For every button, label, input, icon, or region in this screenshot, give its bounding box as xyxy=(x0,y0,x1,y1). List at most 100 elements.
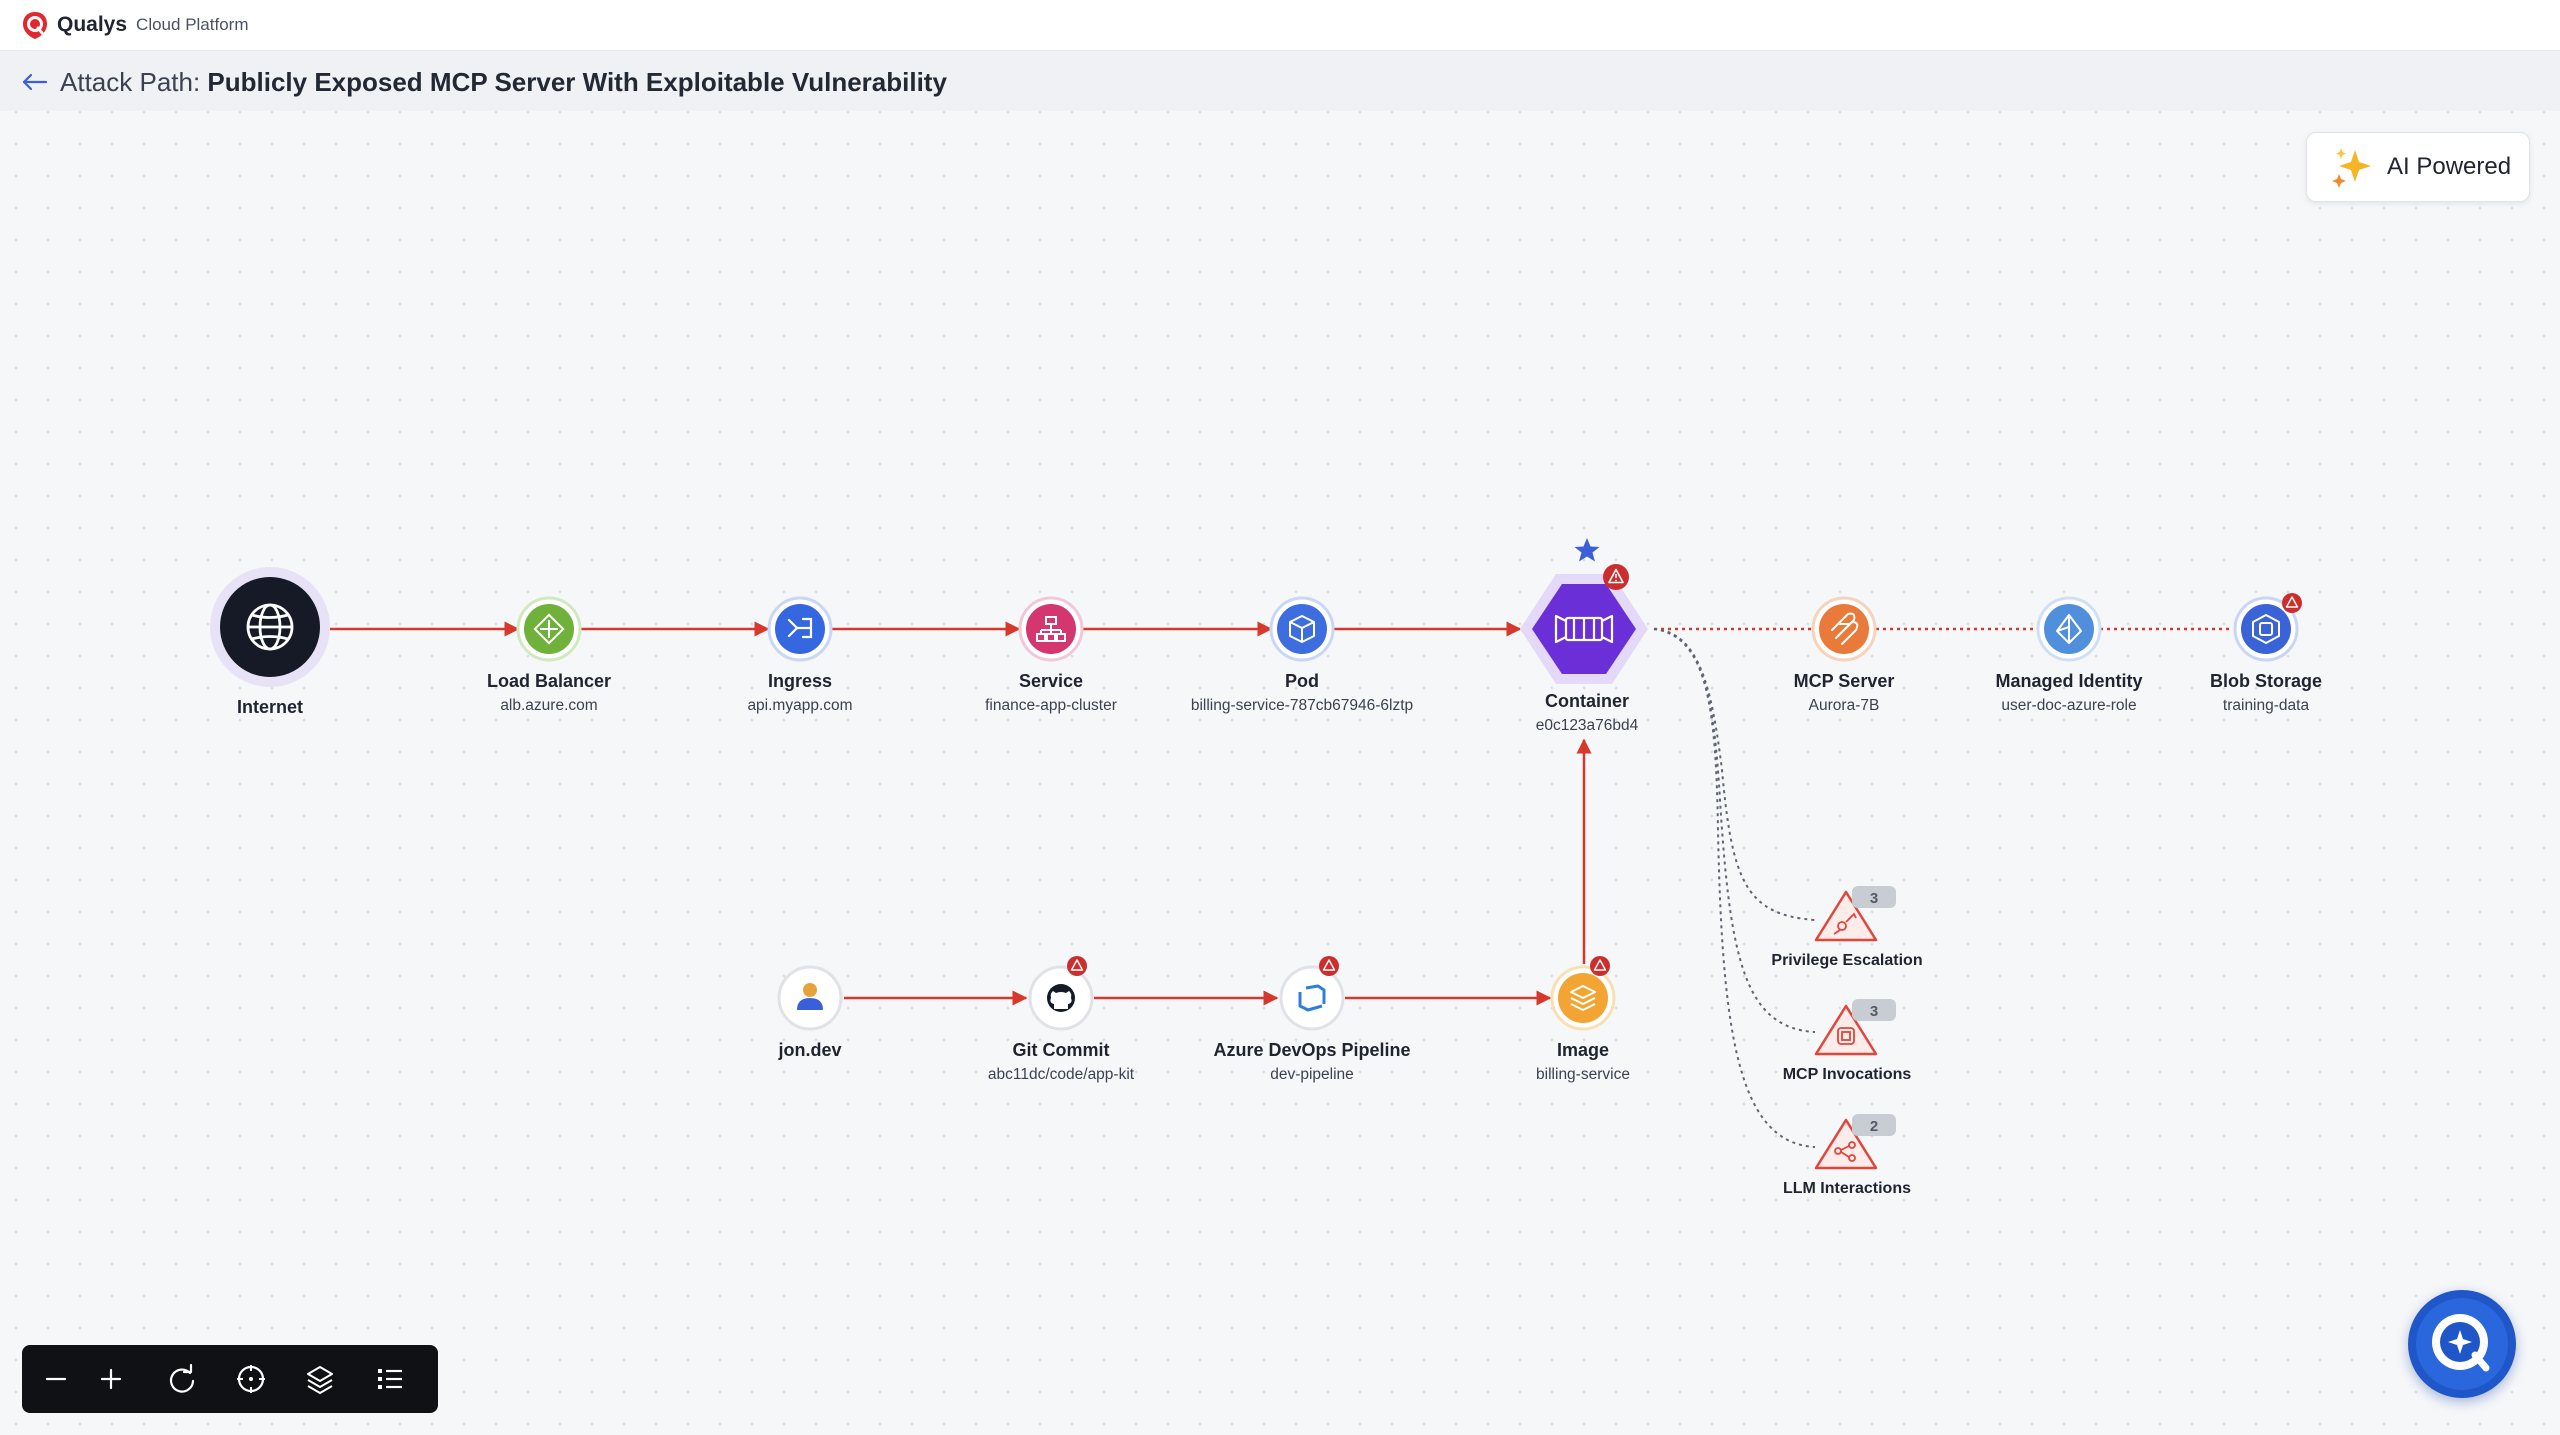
page-title: Attack Path: Publicly Exposed MCP Server… xyxy=(60,67,947,98)
zoom-out-icon xyxy=(45,1377,67,1381)
node-jon-dev-label: jon.dev xyxy=(777,1040,841,1060)
zoom-in-icon xyxy=(100,1368,122,1390)
node-mcp-server[interactable]: MCP Server Aurora-7B xyxy=(1794,596,1895,714)
node-image-sub: billing-service xyxy=(1536,1066,1630,1083)
zoom-out-button[interactable] xyxy=(34,1357,78,1401)
zoom-in-button[interactable] xyxy=(89,1357,133,1401)
finding-label: MCP Invocations xyxy=(1783,1066,1912,1083)
finding-count-badge xyxy=(1852,999,1896,1021)
node-container-label: Container xyxy=(1545,691,1629,711)
mcp-server-icon xyxy=(1831,612,1859,645)
page-title-prefix: Attack Path: xyxy=(60,67,208,97)
edges xyxy=(330,621,2231,1148)
assistant-button[interactable] xyxy=(2408,1290,2516,1398)
qualys-logo-icon xyxy=(23,12,47,39)
node-load-balancer-label: Load Balancer xyxy=(487,671,611,691)
node-managed-identity-sub: user-doc-azure-role xyxy=(2001,697,2136,714)
node-jon-dev[interactable]: jon.dev xyxy=(777,965,843,1060)
node-ingress-sub: api.myapp.com xyxy=(747,697,852,714)
ingress-icon xyxy=(787,617,813,639)
sparkles-icon xyxy=(2332,148,2371,188)
node-mcp-server-sub: Aurora-7B xyxy=(1809,697,1880,714)
brand-name: Qualys xyxy=(57,13,128,36)
reset-button[interactable] xyxy=(160,1357,204,1401)
finding-label: Privilege Escalation xyxy=(1771,952,1922,969)
app-logo[interactable]: Qualys Cloud Platform xyxy=(20,10,248,40)
container-icon xyxy=(1554,614,1614,644)
alert-icon xyxy=(1067,956,1087,976)
image-layers-icon xyxy=(1570,985,1596,1011)
node-azure-devops[interactable]: Azure DevOps Pipeline dev-pipeline xyxy=(1213,956,1411,1083)
github-icon xyxy=(1047,984,1075,1012)
node-blob-storage[interactable]: Blob Storage training-data xyxy=(2210,593,2322,714)
node-git-commit-sub: abc11dc/code/app-kit xyxy=(988,1066,1135,1083)
finding-count-badge xyxy=(1852,1114,1896,1136)
brand-subtitle: Cloud Platform xyxy=(136,15,249,34)
assistant-icon xyxy=(2416,1298,2508,1390)
node-pod[interactable]: Pod billing-service-787cb67946-6lztp xyxy=(1191,596,1413,714)
top-bar: Qualys Cloud Platform xyxy=(0,0,2560,51)
node-managed-identity[interactable]: Managed Identity user-doc-azure-role xyxy=(1995,596,2143,714)
ai-powered-label: AI Powered xyxy=(2387,153,2512,180)
node-azure-devops-sub: dev-pipeline xyxy=(1270,1066,1354,1083)
finding-count: 2 xyxy=(1870,1118,1878,1135)
center-icon xyxy=(237,1365,265,1393)
node-container[interactable]: Container e0c123a76bd4 xyxy=(1520,538,1648,734)
user-icon xyxy=(797,983,823,1010)
back-button[interactable] xyxy=(18,65,52,99)
finding-count: 3 xyxy=(1870,1003,1878,1020)
edge-container-privilege-escalation xyxy=(1653,628,1816,921)
node-managed-identity-label: Managed Identity xyxy=(1995,671,2142,691)
finding-llm-interactions[interactable]: 2 LLM Interactions xyxy=(1783,1114,1911,1197)
title-bar: Attack Path: Publicly Exposed MCP Server… xyxy=(0,51,2560,111)
node-blob-storage-label: Blob Storage xyxy=(2210,671,2322,691)
node-azure-devops-label: Azure DevOps Pipeline xyxy=(1213,1040,1410,1060)
node-pod-label: Pod xyxy=(1285,671,1319,691)
node-ingress[interactable]: Ingress api.myapp.com xyxy=(747,596,853,714)
finding-privilege-escalation[interactable]: 3 Privilege Escalation xyxy=(1771,886,1923,969)
managed-identity-icon xyxy=(2056,614,2082,644)
mcp-invocations-icon xyxy=(1837,1027,1855,1045)
node-service-sub: finance-app-cluster xyxy=(985,697,1117,714)
pod-icon xyxy=(1289,615,1315,643)
alert-icon xyxy=(1319,956,1339,976)
node-blob-storage-sub: training-data xyxy=(2223,697,2310,714)
globe-icon xyxy=(246,603,294,651)
page-title-main: Publicly Exposed MCP Server With Exploit… xyxy=(207,67,947,97)
alert-icon xyxy=(1590,956,1610,976)
alert-icon xyxy=(1603,564,1629,590)
node-container-sub: e0c123a76bd4 xyxy=(1536,717,1639,734)
back-arrow-icon xyxy=(22,73,48,91)
node-service-label: Service xyxy=(1019,671,1083,691)
node-git-commit-label: Git Commit xyxy=(1013,1040,1110,1060)
graph-toolbar xyxy=(22,1345,438,1413)
node-pod-sub: billing-service-787cb67946-6lztp xyxy=(1191,697,1413,714)
edge-container-mcp-invocations xyxy=(1653,628,1816,1033)
center-button[interactable] xyxy=(229,1357,273,1401)
finding-count: 3 xyxy=(1870,890,1878,907)
node-internet[interactable]: Internet xyxy=(210,567,330,717)
layers-icon xyxy=(307,1366,333,1394)
llm-interactions-icon xyxy=(1834,1141,1856,1162)
list-button[interactable] xyxy=(368,1357,412,1401)
finding-mcp-invocations[interactable]: 3 MCP Invocations xyxy=(1783,999,1912,1083)
finding-count-badge xyxy=(1852,886,1896,908)
finding-label: LLM Interactions xyxy=(1783,1180,1911,1197)
node-load-balancer-sub: alb.azure.com xyxy=(500,697,597,714)
node-git-commit[interactable]: Git Commit abc11dc/code/app-kit xyxy=(988,956,1135,1083)
layers-button[interactable] xyxy=(298,1357,342,1401)
reset-icon xyxy=(169,1363,195,1393)
node-image[interactable]: Image billing-service xyxy=(1536,956,1630,1083)
star-icon xyxy=(1574,538,1600,562)
node-internet-label: Internet xyxy=(237,697,303,717)
privilege-escalation-icon xyxy=(1833,912,1857,935)
node-mcp-server-label: MCP Server xyxy=(1794,671,1895,691)
node-image-label: Image xyxy=(1557,1040,1609,1060)
azure-devops-icon xyxy=(1298,984,1326,1012)
node-load-balancer[interactable]: Load Balancer alb.azure.com xyxy=(487,596,611,714)
list-icon xyxy=(378,1369,402,1389)
blob-storage-icon xyxy=(2252,614,2280,644)
ai-powered-badge[interactable]: AI Powered xyxy=(2306,132,2530,202)
node-service[interactable]: Service finance-app-cluster xyxy=(985,596,1117,714)
